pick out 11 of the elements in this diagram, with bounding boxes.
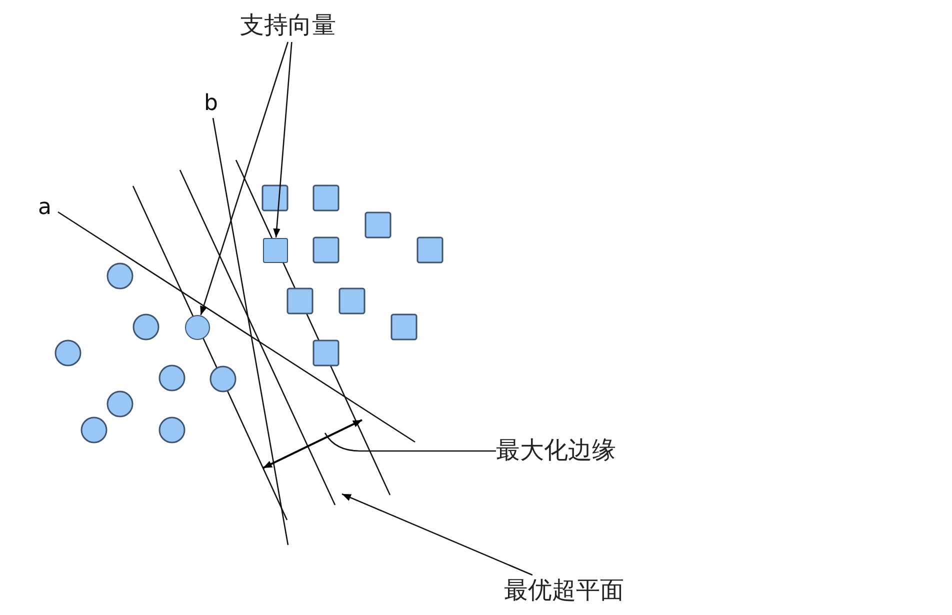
leader-line (324, 432, 496, 452)
annotation-text: 最大化边缘 (496, 435, 628, 467)
annotation-text: 最优超平面 (504, 575, 636, 607)
line-label: a (38, 196, 52, 220)
arrow (273, 42, 292, 238)
support-vector-circle (184, 314, 210, 340)
arrow (342, 493, 533, 576)
line-label: b (204, 92, 218, 116)
annotation-text: 支持向量 (240, 10, 346, 42)
support-vector-square (262, 238, 288, 262)
arrow (200, 42, 289, 316)
